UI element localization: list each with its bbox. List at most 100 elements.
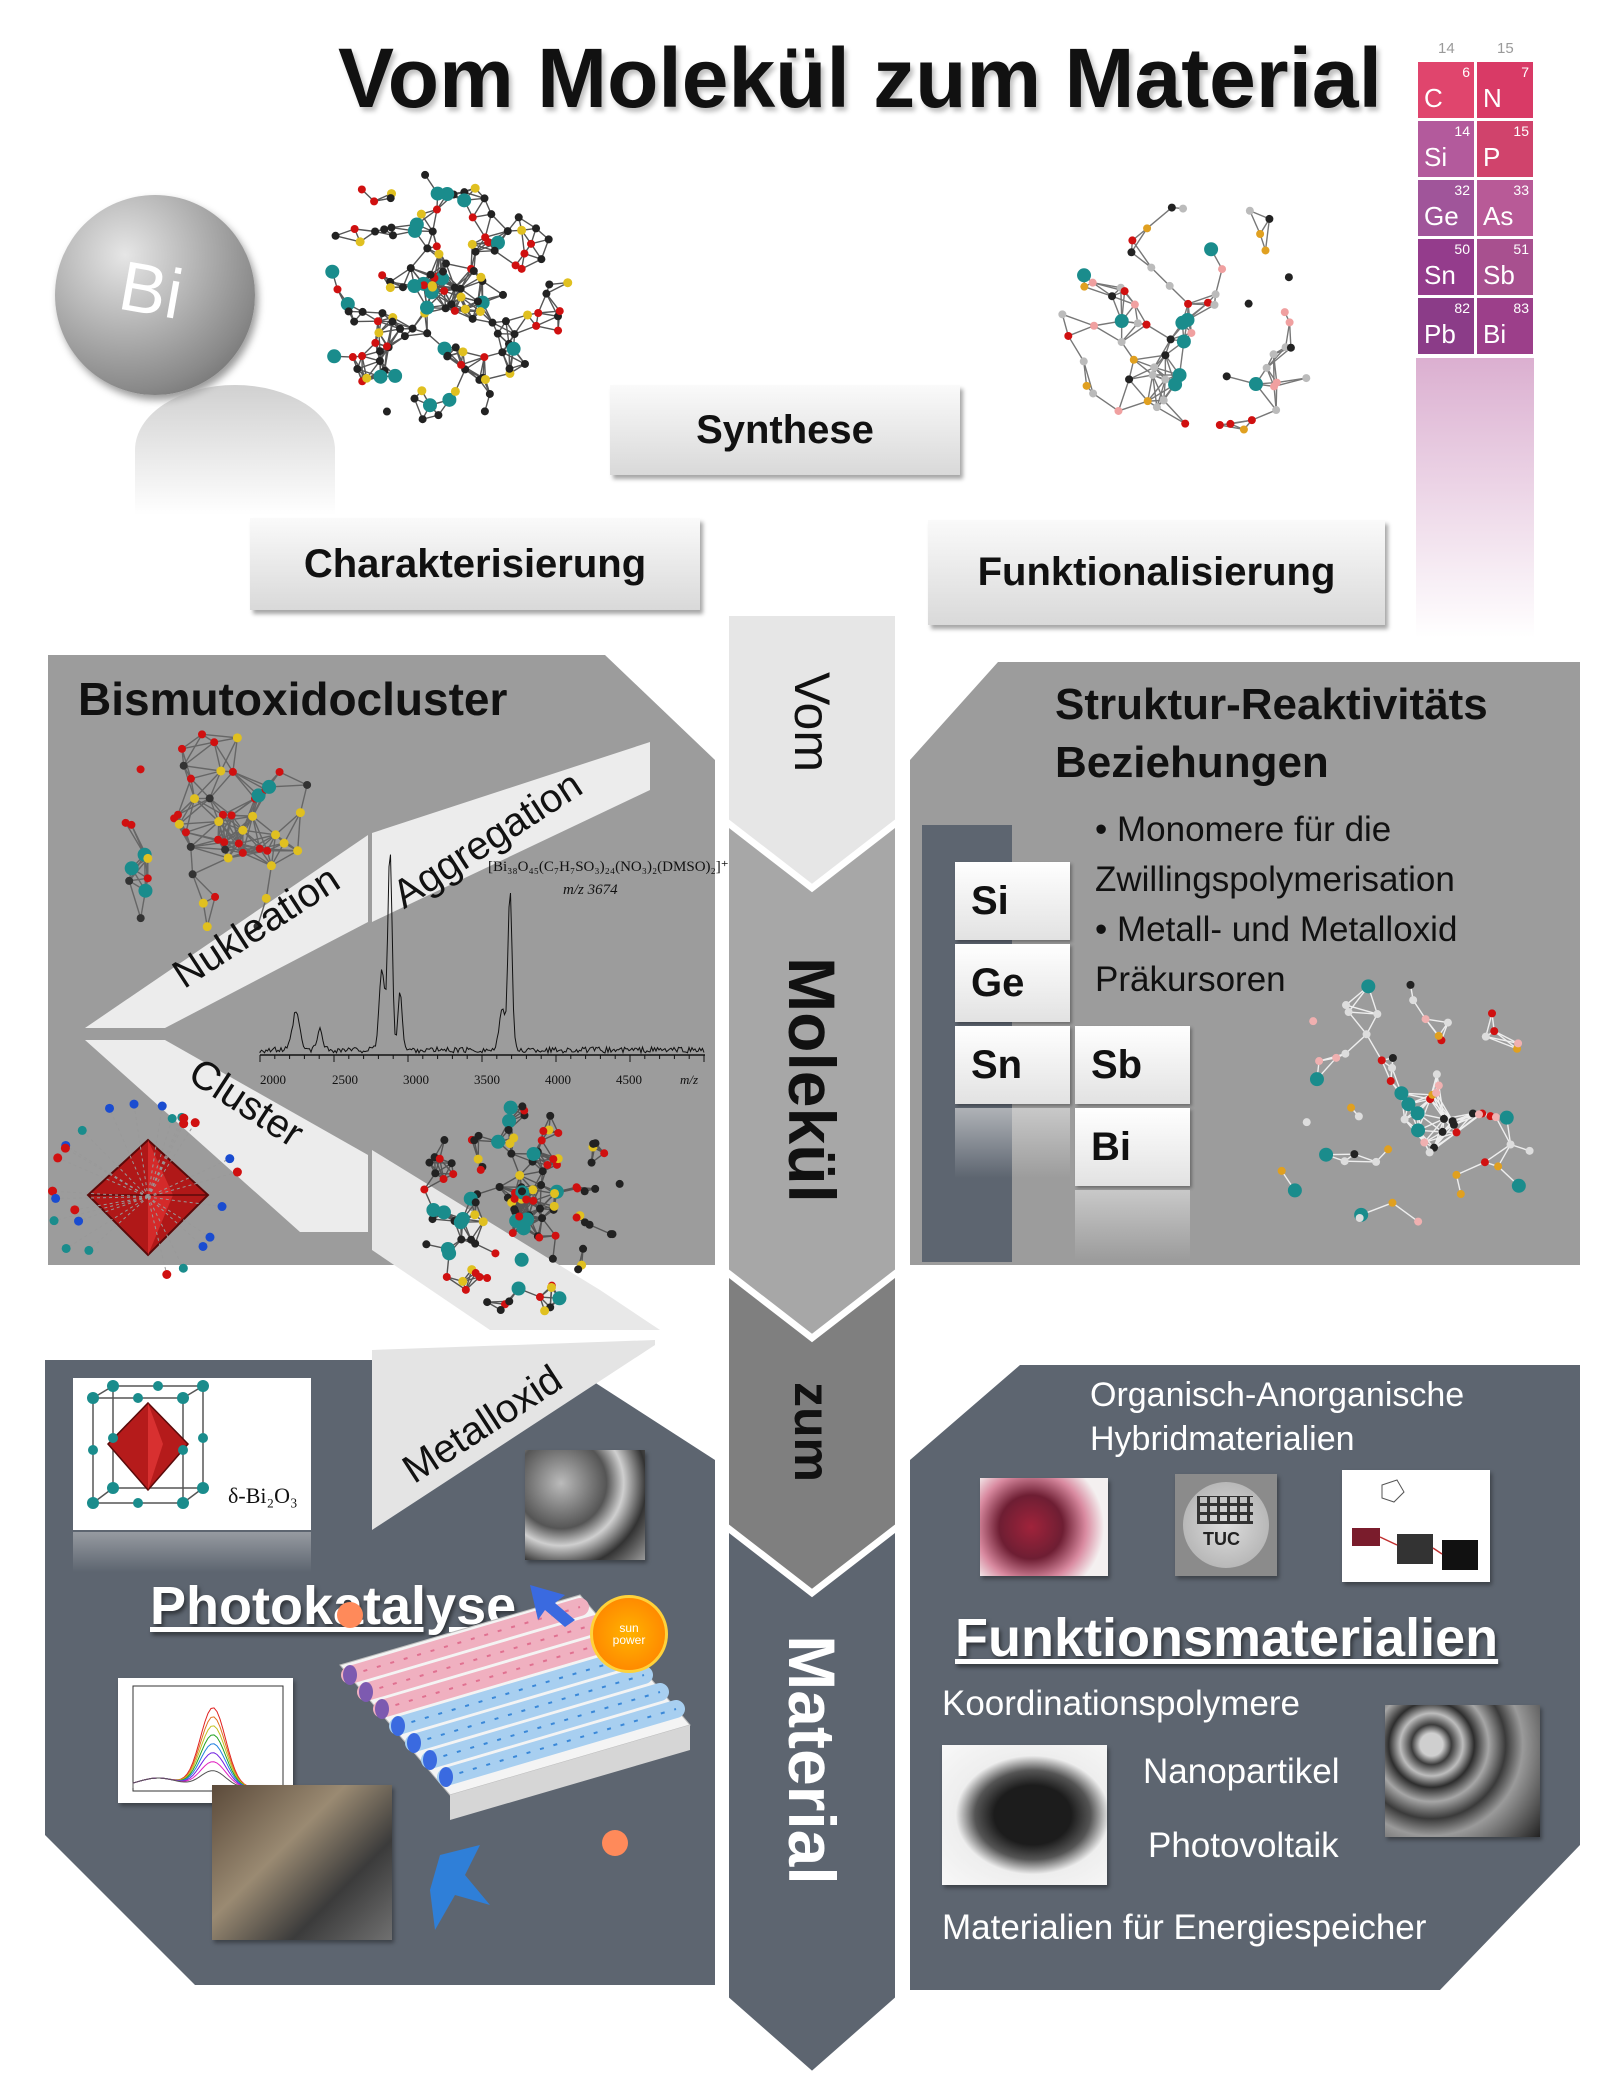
pt-cell-number: 33 xyxy=(1513,182,1529,198)
atom xyxy=(1494,1162,1503,1171)
atom xyxy=(53,1153,63,1163)
atom xyxy=(1272,378,1281,387)
atom xyxy=(49,1216,59,1226)
atom xyxy=(378,271,387,280)
octahedron-cluster xyxy=(48,1099,242,1279)
atom xyxy=(48,1186,58,1196)
atom xyxy=(1277,1166,1286,1175)
atom xyxy=(508,1229,517,1238)
atom xyxy=(1239,425,1248,434)
atom xyxy=(1245,206,1254,215)
atom xyxy=(373,317,382,326)
uvvis-curve xyxy=(132,1707,283,1789)
atom xyxy=(470,183,480,193)
atom xyxy=(471,1269,480,1278)
bond xyxy=(190,846,229,859)
bond xyxy=(128,880,142,919)
bond xyxy=(190,846,194,875)
atom xyxy=(498,348,507,357)
atom xyxy=(77,1125,87,1135)
atom xyxy=(428,227,437,236)
pt-cell-number: 14 xyxy=(1454,123,1470,139)
atom xyxy=(468,314,477,323)
atom xyxy=(232,733,242,743)
atom xyxy=(386,194,395,203)
bond xyxy=(190,778,211,799)
atom xyxy=(540,1306,550,1316)
atom xyxy=(382,342,391,351)
atom xyxy=(1406,980,1415,989)
bond xyxy=(178,797,211,825)
atom xyxy=(423,244,432,253)
bond xyxy=(147,1196,223,1208)
atom xyxy=(1077,268,1092,283)
atom xyxy=(537,1181,546,1190)
atom xyxy=(107,1380,119,1392)
atom xyxy=(1143,224,1152,233)
atom xyxy=(223,853,233,863)
bond xyxy=(1163,399,1186,425)
atom xyxy=(217,1202,227,1212)
atom xyxy=(517,264,526,273)
atom xyxy=(1172,368,1187,383)
reactor-tube-end xyxy=(375,1699,389,1719)
atom xyxy=(227,811,236,820)
bond xyxy=(1083,361,1094,394)
atom xyxy=(458,347,468,357)
atom xyxy=(555,307,564,316)
atom xyxy=(476,1165,485,1174)
atom xyxy=(1175,315,1190,330)
atom xyxy=(441,304,450,313)
atom xyxy=(87,1392,99,1404)
atom xyxy=(1125,375,1134,384)
atom xyxy=(375,347,384,356)
tile-si: Si xyxy=(955,862,1070,940)
atom xyxy=(1487,1009,1496,1018)
atom xyxy=(440,1136,449,1145)
ms-trace xyxy=(259,854,705,1055)
atom xyxy=(1410,1106,1425,1121)
reactor-tube-dots xyxy=(413,1674,645,1744)
atom xyxy=(572,1213,581,1222)
atom xyxy=(1490,1027,1499,1036)
atom xyxy=(483,1274,492,1283)
bond xyxy=(179,820,219,825)
reactor-tube-end xyxy=(391,1716,405,1736)
atom xyxy=(251,788,266,803)
atom xyxy=(1176,334,1191,349)
atom xyxy=(487,210,496,219)
scheme-block xyxy=(1352,1528,1380,1546)
item-energiespeicher: Materialien für Energiespeicher xyxy=(942,1908,1427,1947)
bond xyxy=(1276,377,1307,384)
atom xyxy=(544,235,553,244)
bond xyxy=(209,770,222,799)
atom xyxy=(262,779,277,794)
atom xyxy=(1256,229,1265,238)
photokatalyse-title: Photokatalyse xyxy=(150,1576,517,1636)
bond xyxy=(1062,313,1095,327)
atom xyxy=(1128,236,1137,245)
atom xyxy=(143,853,153,863)
scheme-block xyxy=(1397,1534,1433,1564)
atom xyxy=(355,237,365,247)
atom xyxy=(1079,357,1088,366)
bond xyxy=(65,1196,149,1249)
atom xyxy=(1226,419,1235,428)
atom xyxy=(214,835,223,844)
scheme-molecule xyxy=(1381,1479,1405,1503)
atom xyxy=(1166,335,1175,344)
atom xyxy=(1480,1158,1489,1167)
atom xyxy=(179,1119,189,1129)
atom xyxy=(1130,300,1139,309)
bond xyxy=(1284,322,1291,348)
atom xyxy=(1384,1145,1393,1154)
atom xyxy=(435,1154,444,1163)
atom xyxy=(608,1230,617,1239)
atom xyxy=(435,271,450,286)
atom xyxy=(456,292,466,302)
atom xyxy=(220,838,229,847)
atom xyxy=(1525,1146,1534,1155)
atom xyxy=(202,922,212,932)
